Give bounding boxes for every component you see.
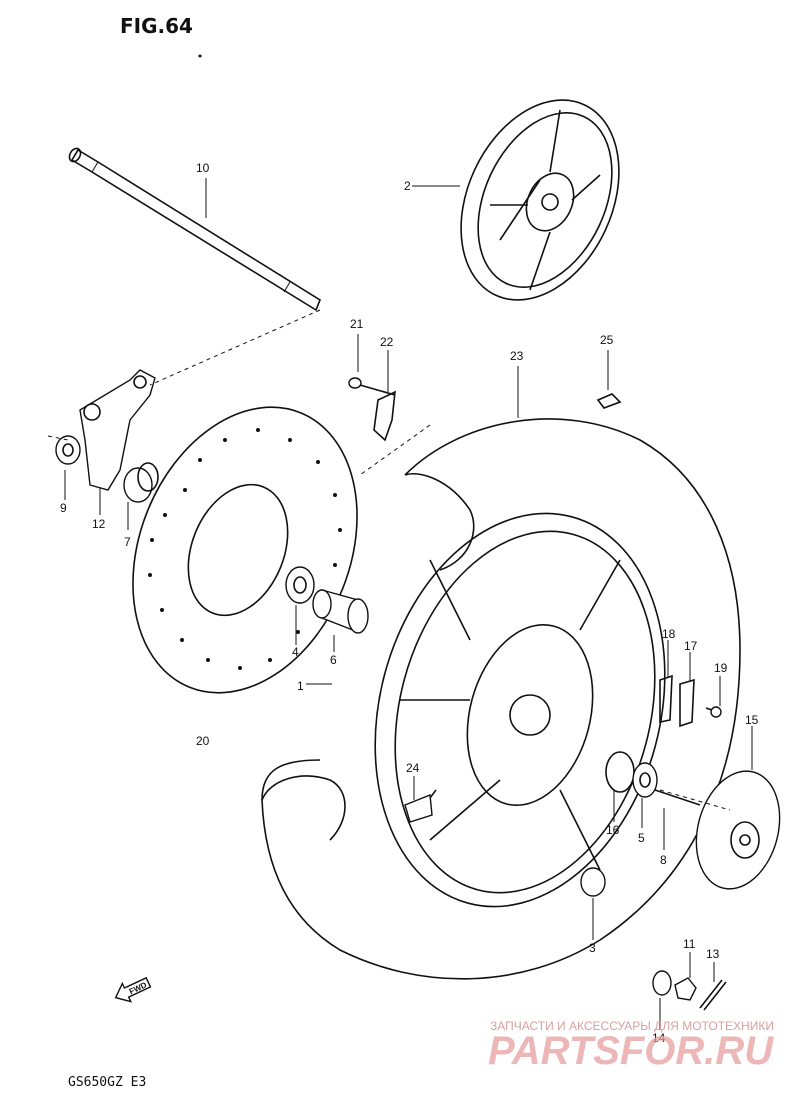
bearing-5	[632, 762, 658, 798]
brake-disc	[132, 406, 358, 694]
wheel-overview	[460, 99, 620, 301]
callout-18: 18	[662, 627, 676, 641]
cotter-pin-13	[699, 979, 727, 1011]
ring-16	[605, 751, 635, 793]
callout-9: 9	[60, 501, 67, 515]
callout-13: 13	[706, 947, 720, 961]
fwd-label: FWD	[128, 980, 149, 996]
callout-21: 21	[350, 317, 364, 331]
leader-lines	[64, 178, 753, 1030]
callout-17: 17	[684, 639, 698, 653]
callout-4: 4	[292, 645, 299, 659]
bearing-4	[285, 566, 315, 604]
bolt-21	[348, 377, 396, 396]
callout-7: 7	[124, 535, 131, 549]
callout-1: 1	[297, 679, 304, 693]
wheel-rim	[374, 512, 666, 908]
plug-3	[580, 867, 606, 897]
callout-8: 8	[660, 853, 667, 867]
axle-shaft	[68, 147, 321, 312]
callout-2: 2	[404, 179, 411, 193]
collar-9	[55, 435, 81, 465]
callout-11: 11	[683, 937, 696, 951]
collar-7	[123, 462, 159, 503]
plate-22	[373, 390, 396, 442]
callout-12: 12	[92, 517, 106, 531]
callout-16: 16	[606, 823, 620, 837]
speedometer-gearbox	[695, 770, 781, 890]
callout-5: 5	[638, 831, 645, 845]
callout-24: 24	[406, 761, 420, 775]
caliper-bracket	[79, 369, 156, 491]
callout-23: 23	[510, 349, 524, 363]
forward-arrow-icon: FWD	[114, 976, 152, 1003]
model-code: GS650GZ E3	[68, 1075, 146, 1090]
figure-title: FIG.64	[120, 14, 193, 38]
assembly-lines	[47, 309, 731, 811]
watermark-caption: ЗАПЧАСТИ И АКСЕССУАРЫ ДЛЯ МОТОТЕХНИКИ	[490, 1019, 774, 1033]
watermark-logo: PARTSFOR.RU	[488, 1029, 774, 1073]
callout-25: 25	[600, 333, 614, 347]
callout-19: 19	[714, 661, 728, 675]
callout-14: 14	[652, 1031, 666, 1045]
callout-22: 22	[380, 335, 394, 349]
valve-25	[596, 393, 622, 409]
callout-10: 10	[196, 161, 210, 175]
callout-15: 15	[745, 713, 759, 727]
callout-6: 6	[330, 653, 337, 667]
callout-labels: 1 2 3 4 5 6 7 8 9 10 11 12 13 14 15 16 1…	[60, 161, 759, 1045]
callout-3: 3	[589, 941, 596, 955]
bracket-17	[679, 678, 695, 728]
spacer-6	[312, 589, 369, 634]
screw-19	[705, 706, 722, 718]
collar-8	[654, 789, 701, 806]
nut-11	[674, 977, 697, 1001]
valve-24	[404, 789, 437, 823]
callout-20: 20	[196, 734, 210, 748]
watermark: ЗАПЧАСТИ И АКСЕССУАРЫ ДЛЯ МОТОТЕХНИКИ PA…	[488, 1019, 774, 1073]
washer-14	[652, 970, 672, 996]
tire	[261, 418, 741, 980]
